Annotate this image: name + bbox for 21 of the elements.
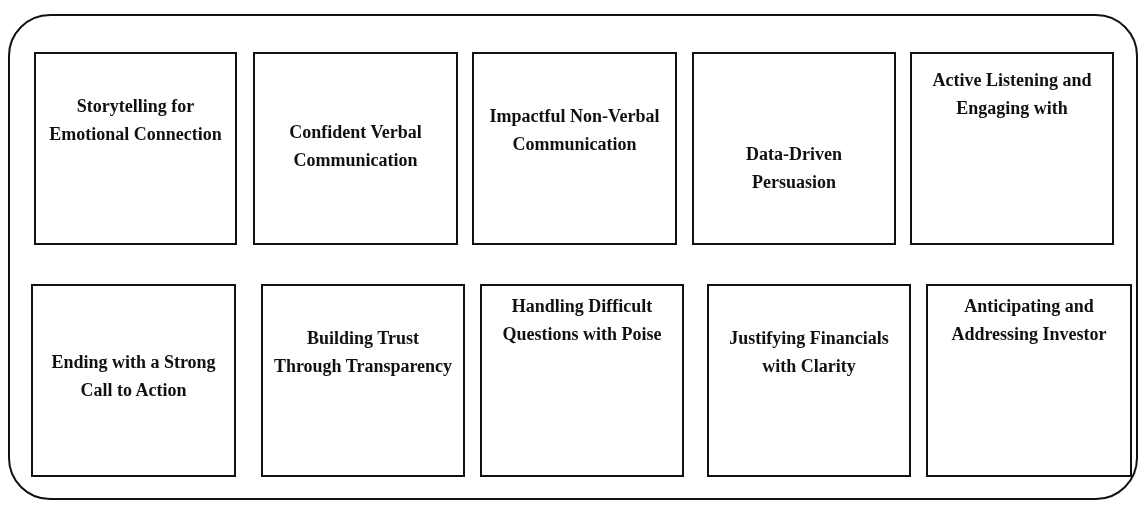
skill-box (34, 52, 237, 245)
box-label: Confident Verbal Communication (288, 121, 423, 172)
box-label: Ending with a Strong Call to Action (50, 351, 217, 402)
box-label: Impactful Non-Verbal Communication (488, 105, 661, 156)
box-label: Data-Driven Persuasion (745, 143, 843, 194)
box-label: Building Trust Through Transparency (273, 327, 453, 378)
skill-box (253, 52, 458, 245)
container-box (8, 14, 1138, 500)
skill-box (31, 284, 236, 477)
box-label: Storytelling for Emotional Connection (48, 95, 223, 146)
skill-box (261, 284, 465, 477)
box-label: Active Listening and Engaging with (931, 69, 1093, 120)
skill-box (480, 284, 684, 477)
skill-box (926, 284, 1132, 477)
box-label: Handling Difficult Questions with Poise (501, 295, 663, 346)
skill-box (707, 284, 911, 477)
box-label: Anticipating and Addressing Investor (950, 295, 1108, 346)
skill-box (472, 52, 677, 245)
skill-box (910, 52, 1114, 245)
box-label: Justifying Financials with Clarity (728, 327, 890, 378)
skill-box (692, 52, 896, 245)
